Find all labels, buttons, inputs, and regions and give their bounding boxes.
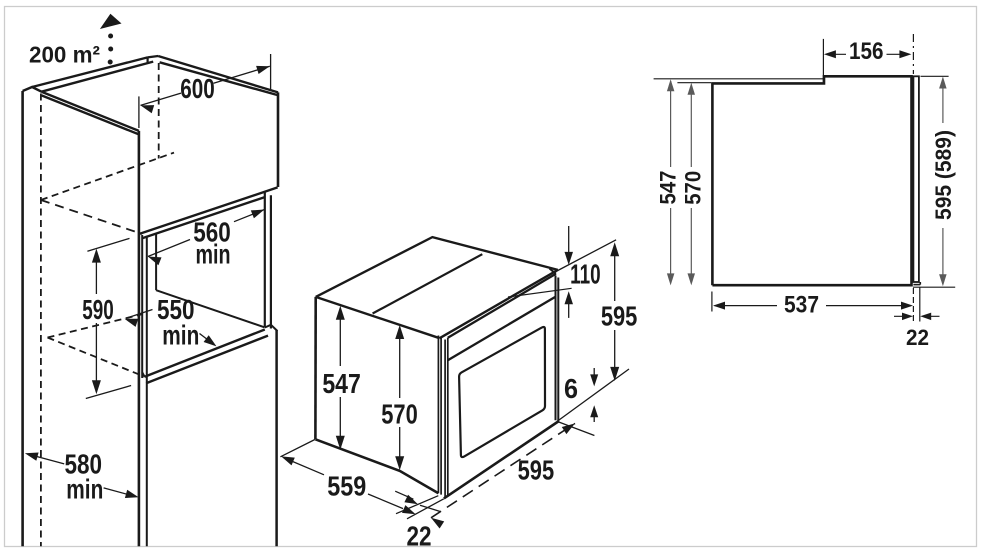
svg-text:min: min [66, 473, 103, 504]
svg-text:580: 580 [64, 449, 102, 480]
svg-text:600: 600 [180, 73, 215, 104]
svg-text:547: 547 [322, 368, 361, 399]
svg-text:595 (589): 595 (589) [931, 130, 956, 220]
svg-text:200 m²: 200 m² [29, 42, 100, 68]
svg-text:547: 547 [656, 171, 681, 205]
svg-text:560: 560 [193, 217, 231, 248]
svg-text:110: 110 [570, 259, 601, 290]
svg-text:156: 156 [849, 38, 884, 65]
svg-text:559: 559 [327, 470, 366, 501]
svg-text:550: 550 [157, 294, 195, 325]
svg-text:6: 6 [564, 373, 578, 404]
svg-text:min: min [196, 239, 231, 270]
svg-text:570: 570 [381, 398, 418, 429]
svg-text:min: min [162, 320, 199, 351]
svg-text:595: 595 [601, 301, 638, 332]
svg-text:570: 570 [681, 171, 706, 205]
svg-text:590: 590 [82, 294, 114, 325]
svg-text:22: 22 [407, 520, 432, 551]
svg-text:22: 22 [906, 325, 929, 350]
svg-text:595: 595 [518, 455, 555, 486]
svg-text:537: 537 [784, 292, 819, 319]
